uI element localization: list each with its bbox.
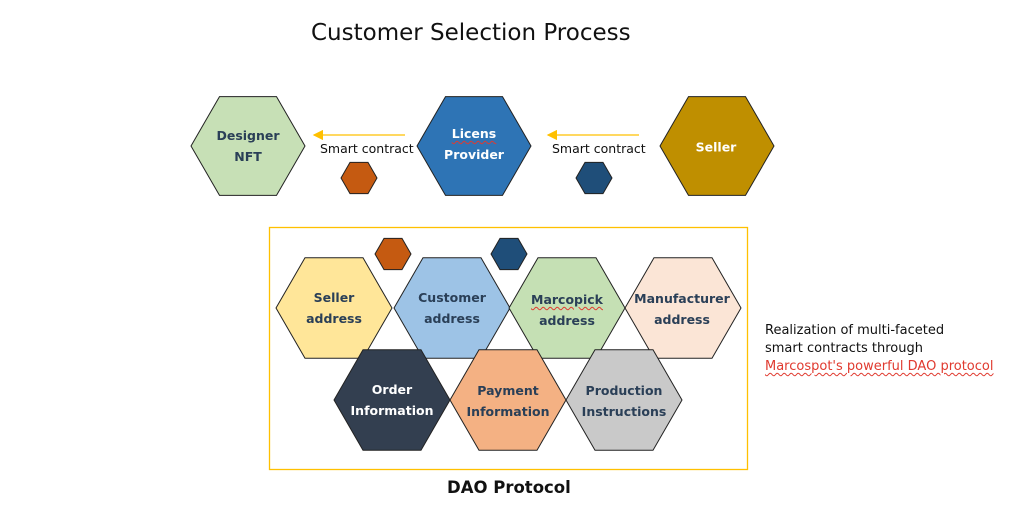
smart-contract-label-left: Smart contract: [320, 141, 414, 156]
smart-contract-token-left: [340, 161, 378, 195]
license-provider-hex: [416, 96, 532, 196]
seller-address-line2: address: [306, 311, 362, 326]
marcopick-address-line2: address: [539, 313, 595, 328]
order-information-line1: Order: [371, 382, 413, 397]
smart-contract-label-right: Smart contract: [552, 141, 646, 156]
seller-hex: [659, 96, 775, 196]
manufacturer-address-label: Manufacturer address: [634, 288, 730, 330]
note-line3: Marcospot's powerful DAO protocol: [765, 359, 994, 374]
designer-line1: Designer: [216, 128, 280, 143]
realization-note: Realization of multi-faceted smart contr…: [765, 322, 993, 376]
seller-line1: Seller: [695, 139, 737, 155]
marcopick-address-line1: Marcopick: [531, 292, 603, 307]
page-title: Customer Selection Process: [311, 20, 631, 46]
order-information-label: Order Information: [351, 379, 434, 421]
customer-address-label: Customer address: [418, 287, 486, 329]
seller-label: Seller: [696, 137, 737, 158]
dao-protocol-title: DAO Protocol: [447, 478, 571, 497]
designer-nft-hex: [190, 96, 306, 196]
production-instructions-label: Production Instructions: [582, 380, 667, 422]
production-instructions-line1: Production: [585, 383, 663, 398]
smart-contract-token-right: [575, 161, 613, 195]
note-line1: Realization of multi-faceted: [765, 323, 945, 338]
seller-address-line1: Seller: [313, 290, 355, 305]
manufacturer-address-line2: address: [654, 312, 710, 327]
order-information-line2: Information: [350, 403, 434, 418]
order-information-hex: [333, 349, 451, 451]
designer-line2: NFT: [234, 149, 262, 164]
production-instructions-hex: [565, 349, 683, 451]
designer-nft-label: Designer NFT: [216, 125, 279, 167]
manufacturer-address-line1: Manufacturer: [634, 291, 730, 306]
dao-token-orange: [374, 237, 412, 271]
license-provider-label: Licens Provider: [444, 123, 504, 165]
manufacturer-address-hex: [624, 257, 742, 359]
payment-information-label: Payment Information: [467, 380, 550, 422]
license-line2: Provider: [444, 147, 504, 162]
production-instructions-line2: Instructions: [581, 404, 667, 419]
seller-address-label: Seller address: [306, 287, 362, 329]
payment-information-line1: Payment: [477, 383, 539, 398]
payment-information-line2: Information: [466, 404, 550, 419]
payment-information-hex: [449, 349, 567, 451]
dao-token-blue: [490, 237, 528, 271]
note-line2: smart contracts through: [765, 341, 923, 356]
marcopick-address-label: Marcopick address: [531, 289, 603, 331]
license-line1: Licens: [451, 126, 497, 141]
customer-address-line2: address: [424, 311, 480, 326]
dao-frame: [268, 226, 749, 471]
customer-address-line1: Customer: [418, 290, 486, 305]
